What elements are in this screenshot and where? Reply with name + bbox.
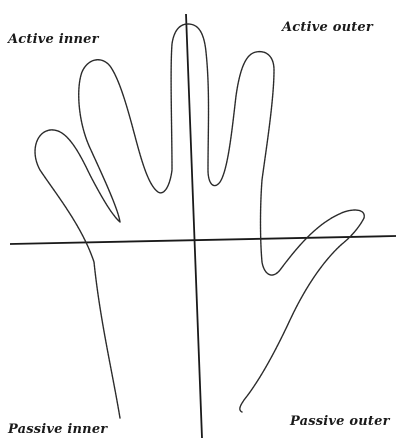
label-active-inner: Active inner (8, 32, 99, 47)
label-passive-outer: Passive outer (290, 414, 390, 429)
vertical-axis (186, 14, 202, 438)
label-passive-inner: Passive inner (8, 422, 107, 437)
label-active-outer: Active outer (282, 20, 373, 35)
horizontal-axis (10, 236, 396, 244)
